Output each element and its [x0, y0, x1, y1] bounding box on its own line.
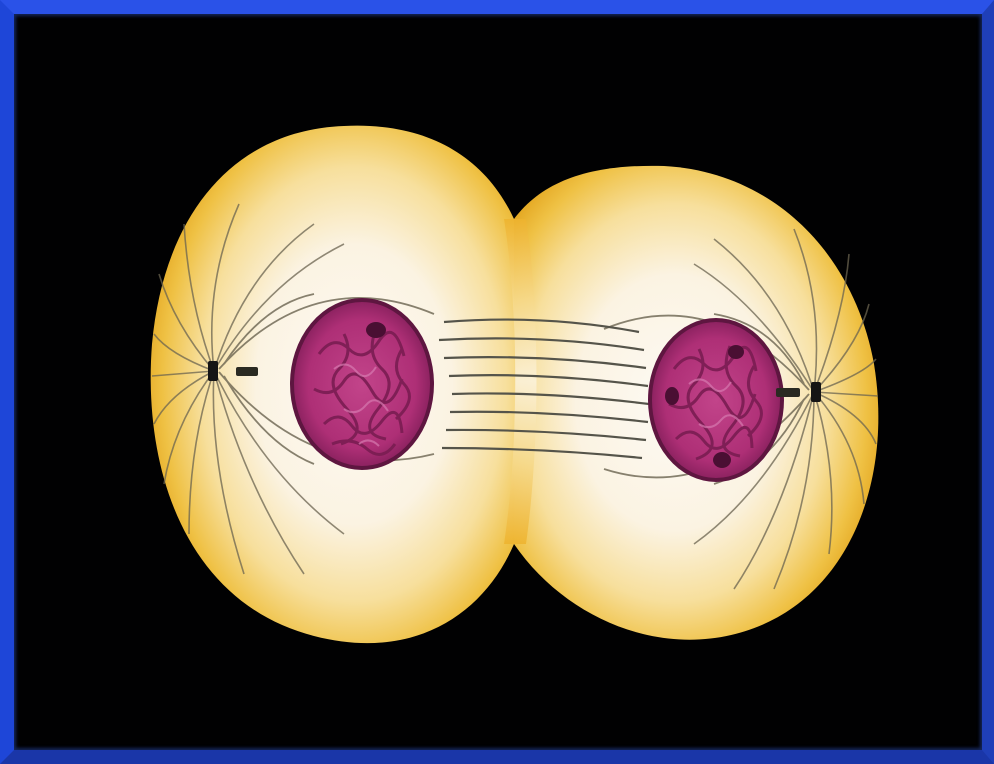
right-nucleolus-top	[728, 345, 744, 359]
left-nucleolus	[366, 322, 386, 338]
right-nucleolus-bottom	[713, 452, 731, 468]
right-nucleolus-left	[665, 387, 679, 405]
left-nucleus	[292, 300, 432, 468]
right-nucleus	[650, 320, 782, 480]
cell-division-illustration	[14, 14, 982, 750]
